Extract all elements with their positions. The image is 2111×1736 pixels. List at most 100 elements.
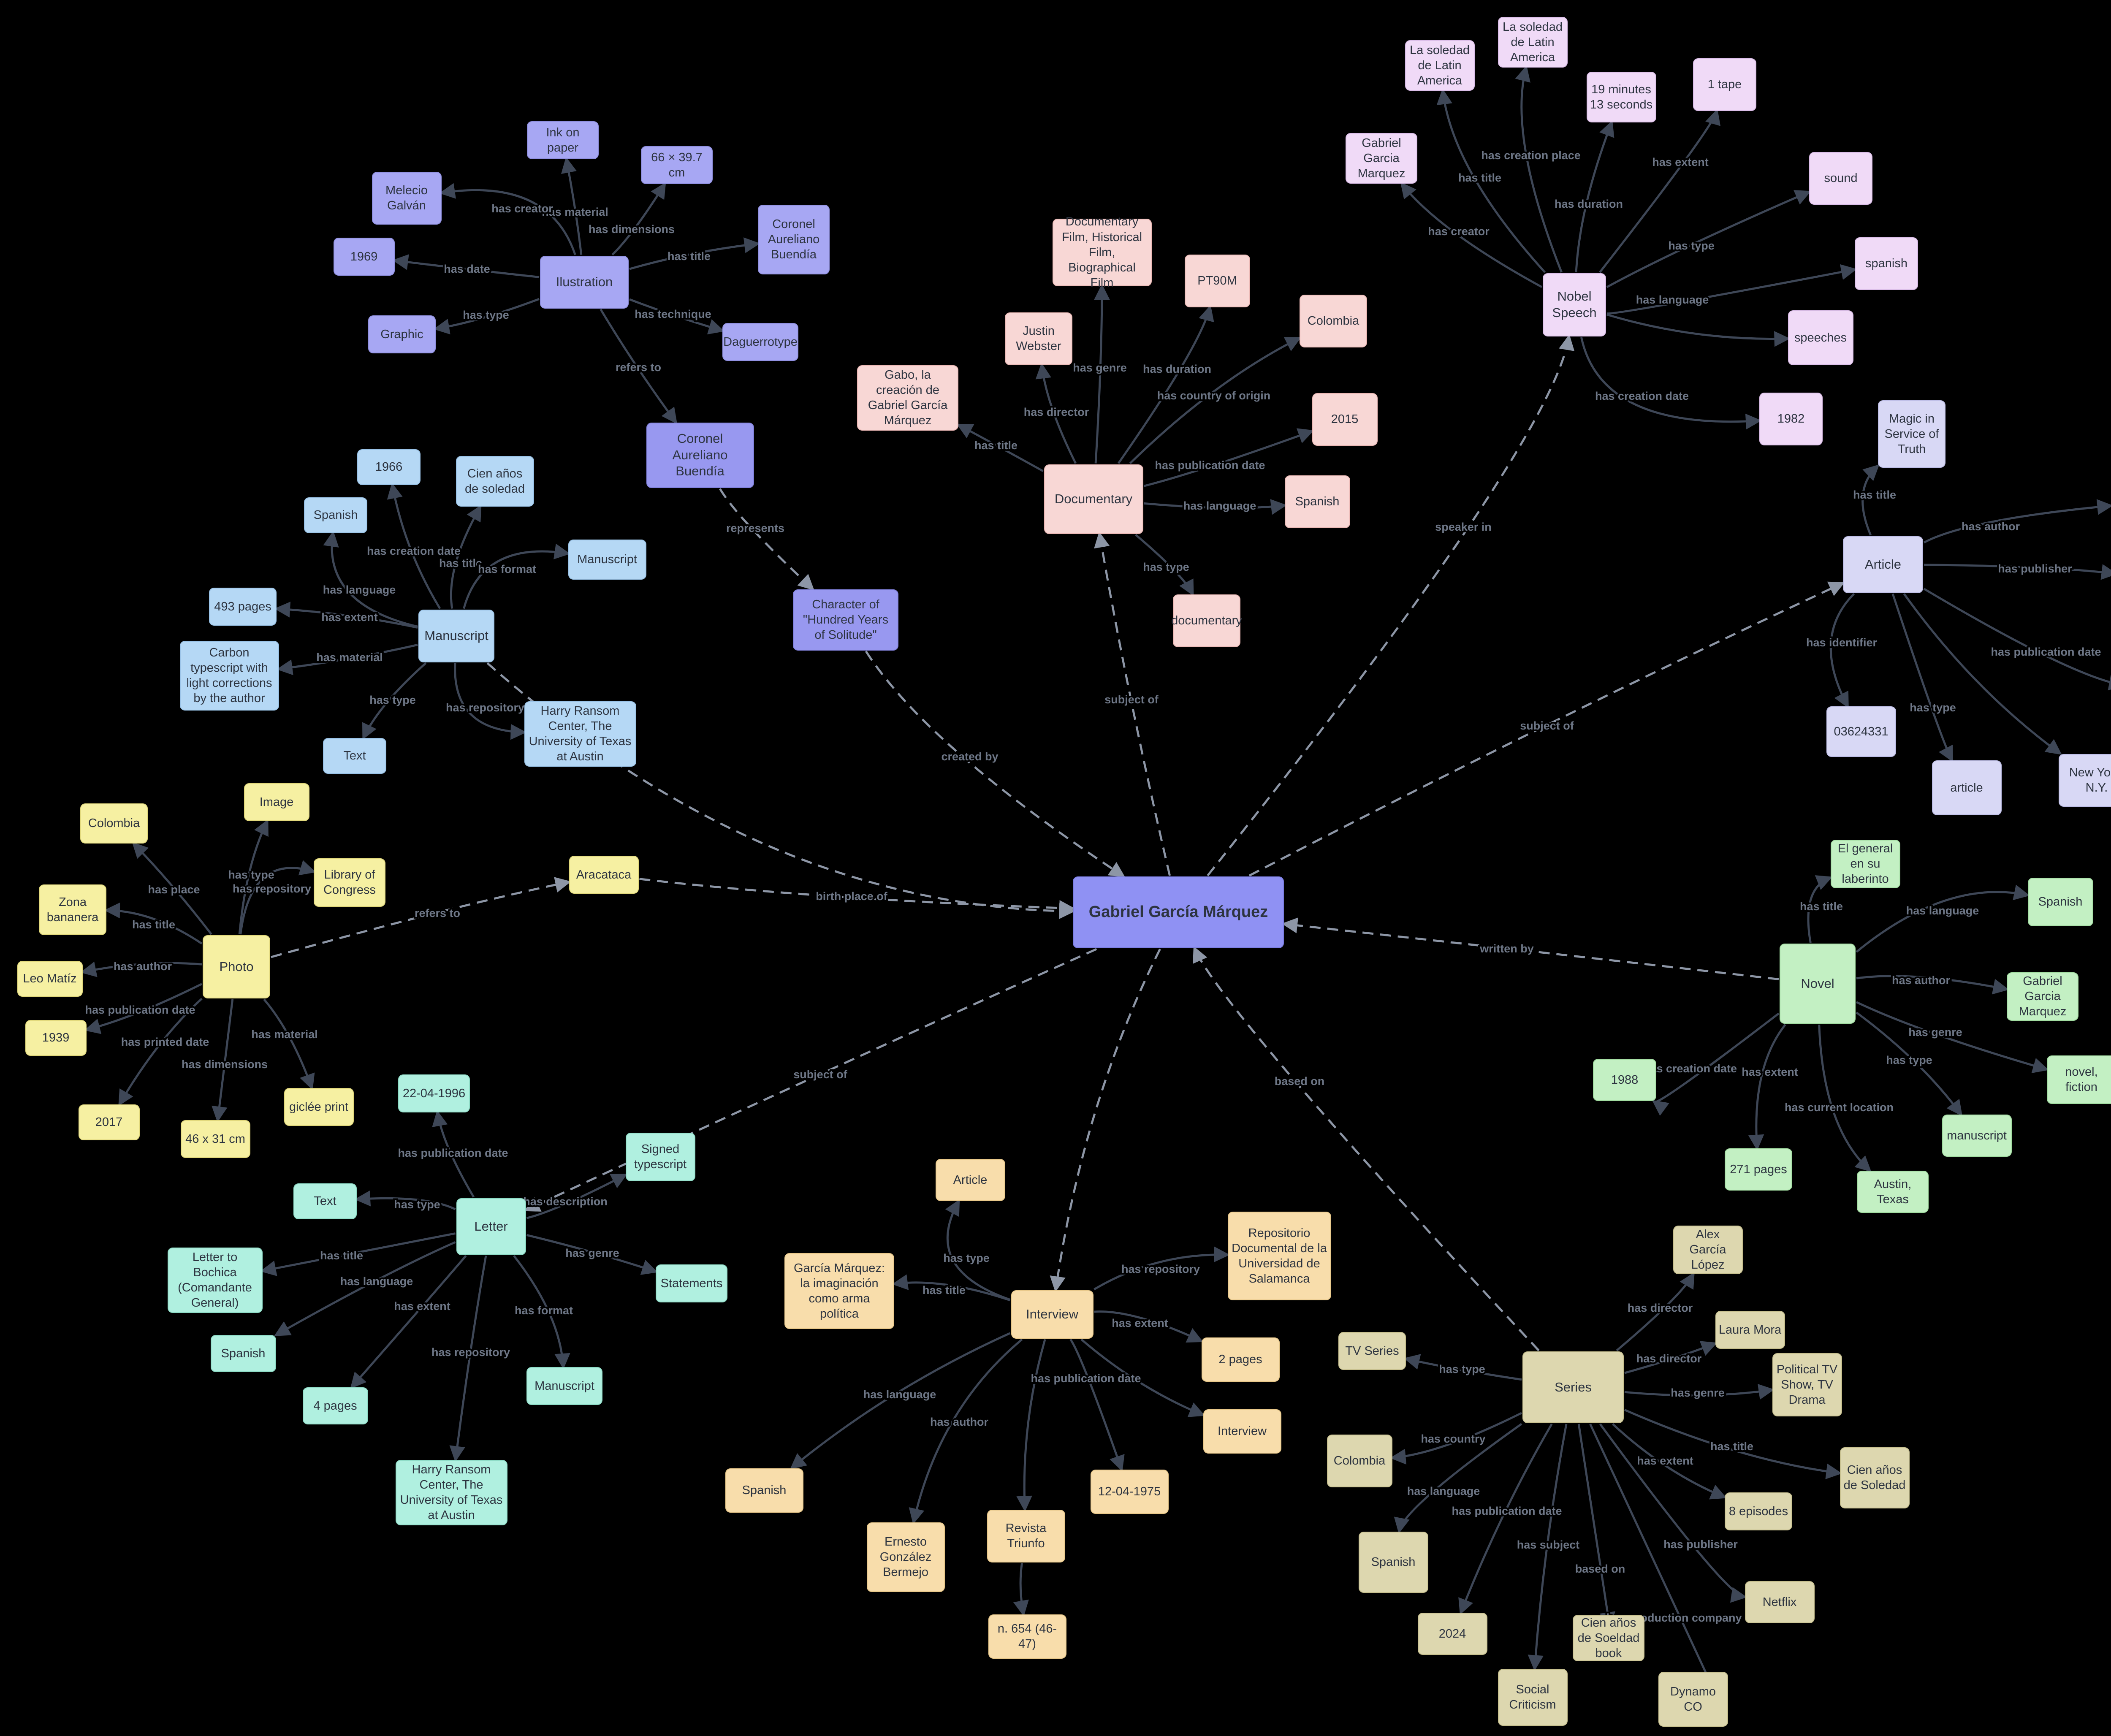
node-id036[interactable]: 03624331 [1826,706,1896,757]
node-manuscript[interactable]: Manuscript [418,609,494,662]
node-soledad_a[interactable]: La soledad de Latin America [1405,40,1475,91]
node-colombia_se[interactable]: Colombia [1327,1434,1392,1487]
node-signed[interactable]: Signed typescript [625,1132,695,1181]
node-austin[interactable]: Austin, Texas [1857,1171,1929,1213]
node-tape1[interactable]: 1 tape [1693,58,1756,111]
node-carbon[interactable]: Carbon typescript with light corrections… [179,640,279,711]
node-letter[interactable]: Letter [456,1198,526,1255]
node-character[interactable]: Character of "Hundred Years of Solitude" [793,589,898,651]
node-gabo[interactable]: Gabo, la creación de Gabriel García Márq… [857,365,958,431]
node-spanish_ms[interactable]: Spanish [304,497,367,533]
node-y2015[interactable]: 2015 [1312,393,1378,446]
node-article_type[interactable]: article [1932,760,2002,815]
node-y1982[interactable]: 1982 [1759,392,1823,445]
node-novel_fiction[interactable]: novel, fiction [2046,1055,2111,1104]
node-revista[interactable]: Revista Triunfo [987,1509,1065,1562]
node-y1988[interactable]: 1988 [1593,1059,1656,1101]
node-harry_ms[interactable]: Harry Ransom Center, The University of T… [524,701,636,767]
node-spanish_nv[interactable]: Spanish [2027,877,2093,926]
node-y2017[interactable]: 2017 [78,1104,140,1140]
node-article_in[interactable]: Article [935,1159,1005,1201]
node-spanish_doc[interactable]: Spanish [1284,475,1350,528]
node-harry_lt[interactable]: Harry Ransom Center, The University of T… [395,1459,507,1525]
node-dynamo[interactable]: Dynamo CO [1658,1672,1728,1727]
node-spanish_lt[interactable]: Spanish [210,1335,276,1372]
node-text_ms[interactable]: Text [323,738,386,774]
node-magic[interactable]: Magic in Service of Truth [1878,400,1945,468]
node-series[interactable]: Series [1522,1351,1624,1423]
node-interview_sm[interactable]: Interview [1203,1409,1281,1454]
node-novel[interactable]: Novel [1780,944,1856,1024]
node-leo[interactable]: Leo Matíz [17,960,83,997]
node-ilustration[interactable]: Ilustration [540,255,629,309]
node-dim_66[interactable]: 66 × 39.7 cm [641,146,713,184]
node-y1966[interactable]: 1966 [357,449,421,485]
node-soledad_b[interactable]: La soledad de Latin America [1498,17,1568,68]
node-tv_series[interactable]: TV Series [1338,1332,1406,1370]
node-spanish_in[interactable]: Spanish [725,1468,803,1513]
node-ernesto[interactable]: Ernesto González Bermejo [866,1522,945,1592]
node-bochica[interactable]: Letter to Bochica (Comandante General) [167,1247,263,1313]
node-article[interactable]: Article [1843,536,1923,593]
node-speeches[interactable]: speeches [1788,310,1853,365]
node-d12041975[interactable]: 12-04-1975 [1090,1469,1169,1514]
node-p4[interactable]: 4 pages [302,1387,368,1424]
node-colombia_doc[interactable]: Colombia [1300,294,1367,347]
node-zona[interactable]: Zona bananera [39,884,106,935]
node-colombia_ph[interactable]: Colombia [80,803,148,844]
node-image[interactable]: Image [244,783,309,821]
node-genre_films[interactable]: Documentary Film, Historical Film, Biogr… [1052,215,1152,290]
node-justin[interactable]: Justin Webster [1005,312,1072,365]
node-cien_se[interactable]: Cien años de Soledad [1840,1447,1910,1508]
node-aracataca[interactable]: Aracataca [569,856,639,894]
node-doc_type[interactable]: documentary [1171,594,1242,647]
node-ggm[interactable]: Gabriel García Márquez [1073,876,1284,948]
node-dim4631[interactable]: 46 x 31 cm [180,1120,250,1158]
node-y1969[interactable]: 1969 [333,238,395,276]
node-coronel_small[interactable]: Coronel Aureliano Buendía [758,204,830,274]
node-cien_book[interactable]: Cien años de Soeldad book [1573,1615,1644,1661]
node-documentary[interactable]: Documentary [1044,464,1143,534]
node-y1939[interactable]: 1939 [25,1020,87,1056]
node-nyny[interactable]: New York, N.Y. [2059,754,2111,807]
node-coronel_big[interactable]: Coronel Aureliano Buendía [646,422,754,488]
node-cien_soledad[interactable]: Cien años de soledad [456,456,534,507]
node-photo[interactable]: Photo [203,935,270,998]
node-pt90m[interactable]: PT90M [1184,254,1250,307]
edge-series-ggm [1193,946,1540,1351]
node-spanish_nb[interactable]: spanish [1855,237,1918,290]
node-n654[interactable]: n. 654 (46-47) [988,1614,1066,1659]
node-nobel[interactable]: Nobel Speech [1543,273,1606,336]
node-daguerrotype[interactable]: Daguerrotype [722,323,798,361]
node-repositorio[interactable]: Repositorio Documental de la Universidad… [1227,1212,1331,1300]
node-min19[interactable]: 19 minutes 13 seconds [1586,72,1656,122]
node-alex[interactable]: Alex García López [1673,1225,1743,1274]
node-library[interactable]: Library of Congress [314,858,385,907]
node-y2024[interactable]: 2024 [1417,1613,1487,1655]
node-spanish_se[interactable]: Spanish [1358,1531,1428,1593]
node-ink_on_paper[interactable]: Ink on paper [527,121,599,159]
node-ms_nv[interactable]: manuscript [1942,1115,2012,1157]
node-d22041996[interactable]: 22-04-1996 [398,1074,470,1112]
node-netflix[interactable]: Netflix [1745,1581,1815,1623]
node-graphic[interactable]: Graphic [368,315,436,353]
node-manuscript_lt[interactable]: Manuscript [526,1367,602,1405]
node-ggm_nobel[interactable]: Gabriel Garcia Marquez [1346,133,1417,184]
node-p271[interactable]: 271 pages [1725,1148,1792,1191]
node-statements[interactable]: Statements [656,1264,727,1302]
node-interview[interactable]: Interview [1011,1290,1093,1339]
node-political[interactable]: Political TV Show, TV Drama [1772,1353,1842,1416]
node-garcia_title[interactable]: García Márquez: la imaginación como arma… [784,1253,894,1329]
node-p2[interactable]: 2 pages [1201,1337,1280,1382]
node-laura[interactable]: Laura Mora [1715,1311,1785,1349]
node-melecio[interactable]: Melecio Galván [372,171,442,225]
node-ep8[interactable]: 8 episodes [1725,1492,1792,1530]
node-el_general[interactable]: El general en su laberinto [1830,839,1900,888]
node-giclee[interactable]: giclée print [284,1088,354,1126]
node-p493[interactable]: 493 pages [209,588,277,626]
node-sound[interactable]: sound [1809,152,1872,205]
node-social[interactable]: Social Criticism [1498,1668,1568,1726]
node-manuscript_fmt[interactable]: Manuscript [568,539,646,580]
node-text_lt[interactable]: Text [293,1183,357,1219]
node-ggm_nv[interactable]: Gabriel Garcia Marquez [2007,972,2078,1021]
